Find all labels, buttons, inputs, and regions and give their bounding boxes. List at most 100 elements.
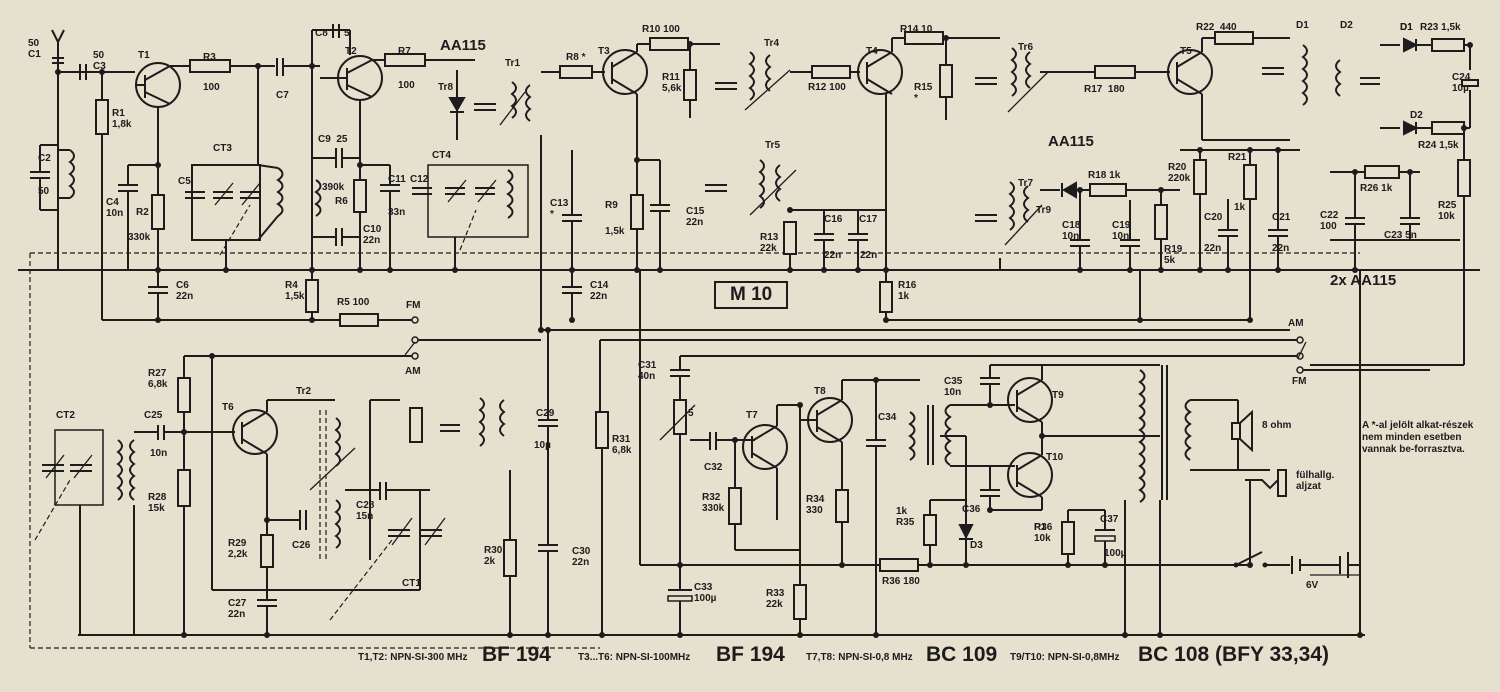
tr9-label: D2 [1340,20,1353,31]
c12-label: C12 [410,174,429,185]
c2-label: C2 [38,153,51,164]
d1-label: Tr8 [438,82,454,93]
r8-label: R8 * [566,52,586,63]
r6-value: 390k [322,182,345,193]
c8-value: 5 [344,28,350,39]
r21-label: R21 [1228,152,1247,163]
c17-value: 22n [860,250,878,261]
c5-label: C5 [178,176,191,187]
tgroup-4-spec: T9/T10: NPN-SI-0,8MHz [1010,652,1120,663]
c32-label: C32 [704,462,723,473]
footnote: A *-al jelölt alkat-részek nem minden es… [1362,420,1474,455]
c37-value: 100µ [1104,548,1127,559]
tr1-label: Tr1 [505,58,521,69]
tgroup-3-spec: T7,T8: NPN-SI-0,8 MHz [806,652,913,663]
c21-value: 22n [1272,243,1290,254]
r3-value: 100 [203,82,220,93]
diode-group-label: 2x AA115 [1330,272,1397,289]
d4-label: D2 [1410,110,1423,121]
r18-label: R18 1k [1088,170,1121,181]
speaker-label: 8 ohm [1262,420,1292,431]
c7-label: C7 [276,90,289,101]
c9-label: C9 25 [318,134,348,145]
r9-label: R9 [605,200,618,211]
tr4-label: Tr4 [764,38,780,49]
tr5-label: Tr5 [765,140,781,151]
r6-label: R6 [335,196,348,207]
t8-label: T8 [814,386,826,397]
c20-value: 22n [1204,243,1222,254]
pot-label: 5 [688,408,694,419]
r7-label: R7 [398,46,411,57]
r10-label: R10 100 [642,24,680,35]
tr2-label: Tr2 [296,386,312,397]
t1-label: T1 [138,50,150,61]
ct2-label: CT2 [56,410,75,421]
ct1-label: CT1 [402,578,421,589]
t2-label: T2 [345,46,357,57]
c11-value: 33n [388,207,406,218]
c29-value: 10µ [534,440,551,451]
aa115-label-1: AA115 [440,37,486,54]
r21-value: 1k [1234,202,1246,213]
tgroup-2-spec: T3...T6: NPN-SI-100MHz [578,652,691,663]
r2-value: 330k [128,232,151,243]
r5-label: R5 100 [337,297,370,308]
battery-label: 6V [1306,580,1319,591]
c21-label: C21 [1272,212,1291,223]
r14-label: R14 10 [900,24,933,35]
t6-label: T6 [222,402,234,413]
c20-label: C20 [1204,212,1223,223]
tr8-label: D1 [1296,20,1309,31]
r2-label: R2 [136,207,149,218]
r7-value: 100 [398,80,415,91]
ct4-label: CT4 [432,150,451,161]
r24-label: R24 1,5k [1418,140,1459,151]
c16-label: C16 [824,214,843,225]
am-switch-label-2: AM [1288,318,1304,329]
d2-label: Tr9 [1036,205,1052,216]
d3-ref: D1 [1400,22,1413,33]
t4-label: T4 [866,46,878,57]
tgroup-3-type: BC 109 [926,643,998,666]
tr7-label: Tr7 [1018,178,1034,189]
am-switch-label: AM [405,366,421,377]
tgroup-1-spec: T1,T2: NPN-SI-300 MHz [358,652,468,663]
t5-label: T5 [1180,46,1192,57]
tgroup-4-type: BC 108 (BFY 33,34) [1138,643,1330,666]
c13-label: C13* [550,198,569,220]
r22-label: R22 440 [1196,22,1237,33]
tr6-label: Tr6 [1018,42,1034,53]
c11-label: C11 [388,174,406,185]
r15-label: R15* [914,82,933,104]
aa115-label-2: AA115 [1048,133,1094,150]
